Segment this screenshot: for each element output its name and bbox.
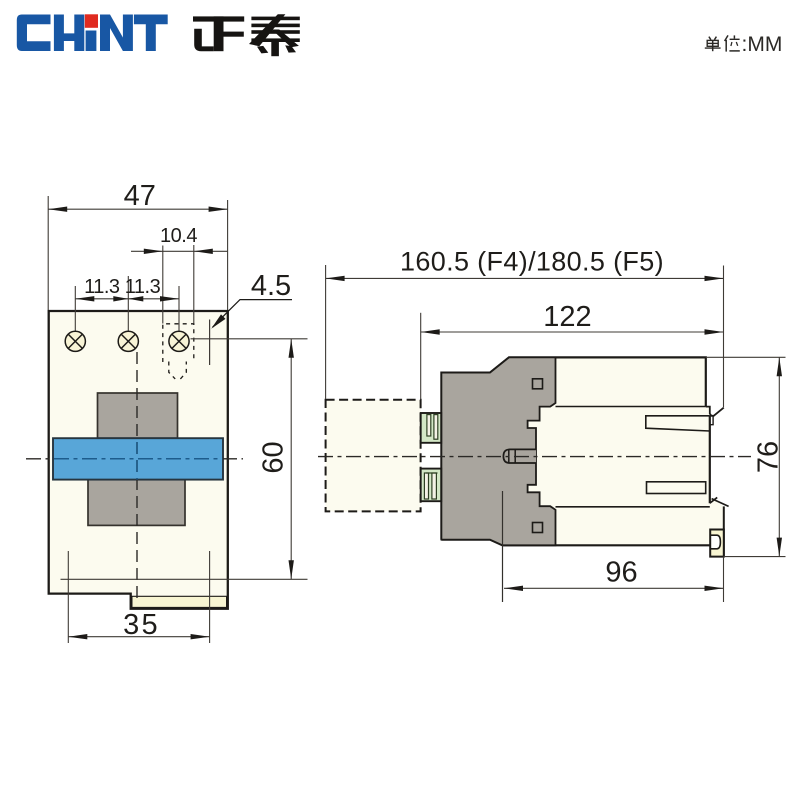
svg-text:60: 60 [258, 441, 290, 473]
svg-text:96: 96 [605, 557, 637, 589]
svg-text:76: 76 [753, 441, 785, 473]
svg-text:10.4: 10.4 [160, 225, 197, 247]
svg-text:160.5 (F4)/180.5 (F5): 160.5 (F4)/180.5 (F5) [400, 247, 664, 277]
svg-text:11.3: 11.3 [125, 276, 161, 298]
svg-text:35: 35 [123, 609, 160, 641]
svg-text:122: 122 [543, 301, 591, 333]
svg-text:11.3: 11.3 [84, 276, 120, 298]
svg-text:4.5: 4.5 [251, 270, 291, 302]
svg-text::MM: :MM [742, 33, 783, 56]
svg-text:47: 47 [124, 180, 156, 212]
